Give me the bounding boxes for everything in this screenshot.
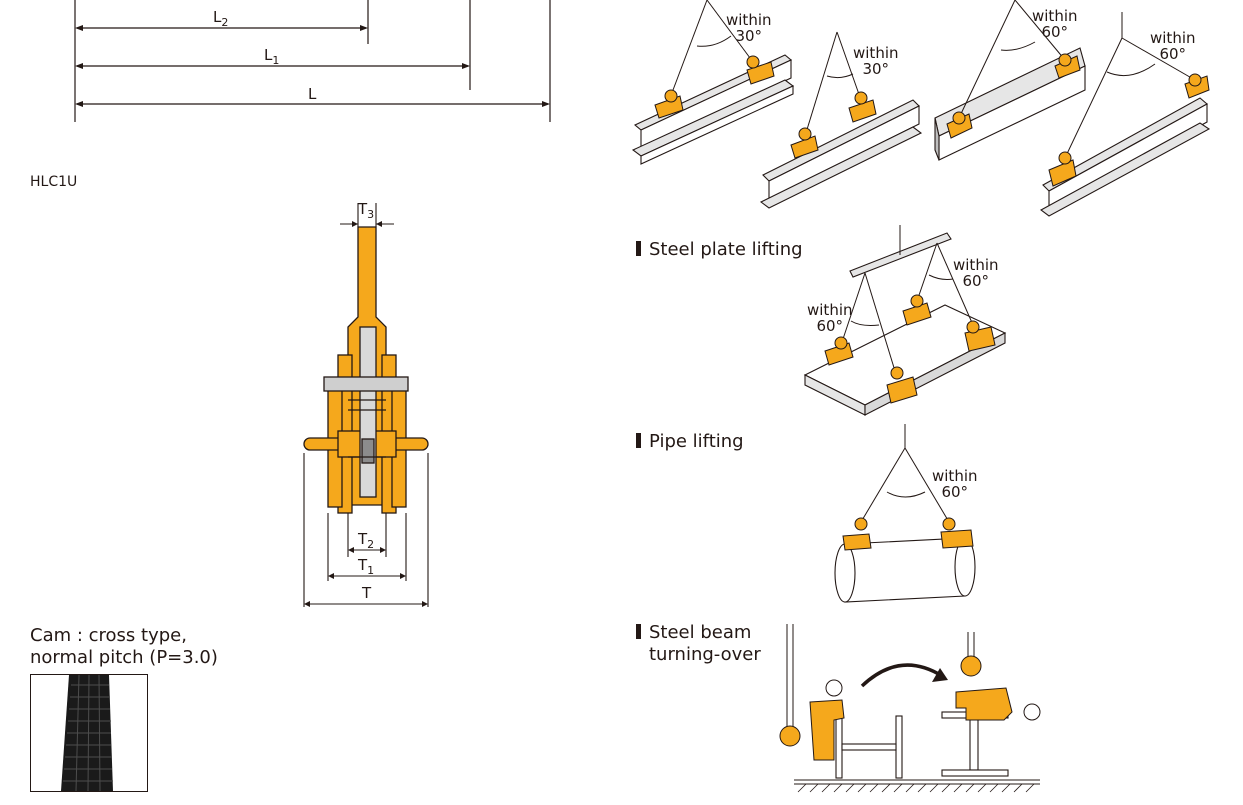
section-heading-plate: Steel plate lifting xyxy=(636,239,803,261)
clamp-icon xyxy=(654,55,775,119)
clamp-icon xyxy=(1048,73,1210,187)
section-heading-beam-turning: Steel beam turning-over xyxy=(636,622,761,666)
section-marker-icon xyxy=(636,624,641,639)
clamp-icon xyxy=(946,53,1081,139)
section-heading-pipe: Pipe lifting xyxy=(636,431,744,453)
plate-lifting-illustration xyxy=(803,225,1007,416)
beam-4 xyxy=(1039,97,1211,217)
section-marker-icon xyxy=(636,433,641,448)
dimension-t-label: T xyxy=(362,584,372,602)
section-marker-icon xyxy=(636,241,641,256)
cam-description: Cam : cross type, normal pitch (P=3.0) xyxy=(30,625,218,669)
clamp-icon xyxy=(842,517,974,551)
clamp-icon xyxy=(779,655,1013,761)
clamp-front-view xyxy=(303,203,429,607)
pipe-lifting-illustration xyxy=(834,424,976,603)
beam-2 xyxy=(759,99,923,209)
model-label: HLC1U xyxy=(30,174,78,190)
beam-3 xyxy=(934,47,1086,161)
pipe xyxy=(834,537,976,603)
clamp-icon xyxy=(790,91,877,159)
dimension-t2-label: T2 xyxy=(358,530,375,551)
dimension-l1-label: L1 xyxy=(264,46,280,67)
clamp-icon xyxy=(824,294,996,404)
dimension-t1-label: T1 xyxy=(358,556,375,577)
cam-line-1: Cam : cross type, xyxy=(30,625,187,646)
cam-line-2: normal pitch (P=3.0) xyxy=(30,647,218,668)
dimension-t3-label: T3 xyxy=(358,200,375,221)
beam-lifting-illustrations xyxy=(631,0,1211,217)
cam-photo xyxy=(30,674,148,792)
dimension-l2-label: L2 xyxy=(213,8,229,29)
dimension-l-label: L xyxy=(308,85,317,103)
beam-turning-illustration xyxy=(779,624,1041,793)
dimension-lines xyxy=(74,0,551,122)
